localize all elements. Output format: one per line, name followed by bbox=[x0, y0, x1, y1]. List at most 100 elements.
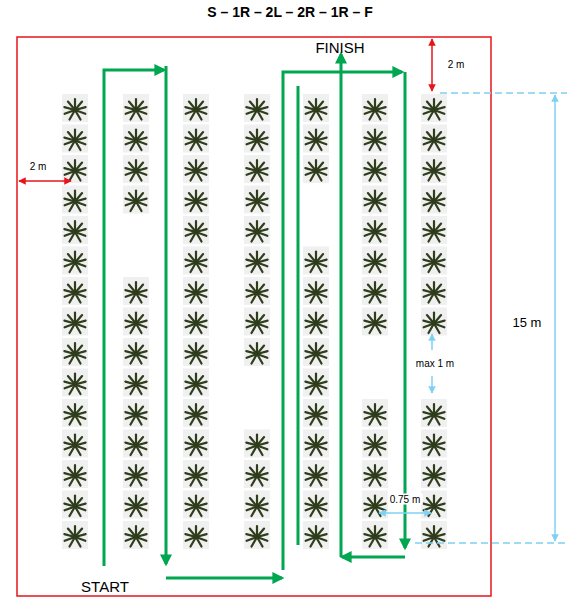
plant-symbol bbox=[62, 216, 88, 244]
dimension-label: 0.75 m bbox=[388, 494, 423, 505]
plant-symbol bbox=[62, 125, 88, 153]
route-path bbox=[104, 54, 405, 578]
plant-symbol bbox=[362, 277, 388, 305]
plant-symbol bbox=[244, 155, 270, 183]
plant-symbol bbox=[62, 308, 88, 336]
plant-symbol bbox=[244, 125, 270, 153]
plant-symbol bbox=[123, 277, 149, 305]
plant-symbol bbox=[183, 155, 209, 183]
plant-symbol bbox=[244, 491, 270, 519]
plant-symbol bbox=[421, 125, 447, 153]
plant-symbol bbox=[183, 125, 209, 153]
plant-symbol bbox=[62, 460, 88, 488]
plant-symbol bbox=[421, 491, 447, 519]
plant-symbol bbox=[362, 216, 388, 244]
plant-symbol bbox=[183, 247, 209, 275]
plant-symbol bbox=[303, 491, 329, 519]
plant-symbol bbox=[123, 430, 149, 458]
field-border bbox=[17, 37, 491, 596]
plant-symbol bbox=[183, 460, 209, 488]
plant-symbol bbox=[421, 155, 447, 183]
plant-symbol bbox=[123, 460, 149, 488]
plant-symbol bbox=[123, 399, 149, 427]
plant-rows bbox=[62, 94, 447, 549]
plant-symbol bbox=[62, 491, 88, 519]
plant-symbol bbox=[362, 94, 388, 122]
plant-symbol bbox=[123, 94, 149, 122]
plant-symbol bbox=[362, 521, 388, 549]
plant-symbol bbox=[62, 94, 88, 122]
plant-symbol bbox=[62, 338, 88, 366]
plant-symbol bbox=[183, 369, 209, 397]
plant-symbol bbox=[123, 338, 149, 366]
plant-symbol bbox=[62, 521, 88, 549]
plant-symbol bbox=[244, 216, 270, 244]
plant-symbol bbox=[123, 521, 149, 549]
plant-symbol bbox=[62, 155, 88, 183]
plant-symbol bbox=[62, 277, 88, 305]
start-label: START bbox=[81, 579, 129, 596]
dimension-label: 2 m bbox=[30, 161, 47, 172]
plant-symbol bbox=[303, 308, 329, 336]
plant-symbol bbox=[303, 430, 329, 458]
plant-symbol bbox=[123, 186, 149, 214]
plant-symbol bbox=[362, 247, 388, 275]
plant-symbol bbox=[183, 308, 209, 336]
plant-symbol bbox=[421, 94, 447, 122]
plant-symbol bbox=[62, 186, 88, 214]
dimension-label: 15 m bbox=[511, 316, 544, 330]
plant-symbol bbox=[62, 430, 88, 458]
plant-symbol bbox=[183, 338, 209, 366]
plant-symbol bbox=[303, 369, 329, 397]
plant-symbol bbox=[183, 94, 209, 122]
plant-symbol bbox=[303, 277, 329, 305]
plant-symbol bbox=[421, 247, 447, 275]
plant-symbol bbox=[303, 125, 329, 153]
plant-symbol bbox=[303, 247, 329, 275]
plant-symbol bbox=[303, 521, 329, 549]
plant-symbol bbox=[303, 94, 329, 122]
diagram-title: S – 1R – 2L – 2R – 1R – F bbox=[207, 5, 373, 20]
plant-symbol bbox=[362, 460, 388, 488]
dimension-label: 2 m bbox=[448, 59, 465, 70]
plant-symbol bbox=[362, 308, 388, 336]
plant-symbol bbox=[421, 521, 447, 549]
plant-symbol bbox=[421, 308, 447, 336]
plant-symbol bbox=[244, 247, 270, 275]
finish-label: FINISH bbox=[315, 40, 364, 57]
plant-symbol bbox=[183, 491, 209, 519]
plant-symbol bbox=[244, 277, 270, 305]
plant-symbol bbox=[244, 521, 270, 549]
plant-symbol bbox=[183, 277, 209, 305]
plant-symbol bbox=[421, 460, 447, 488]
plant-symbol bbox=[123, 155, 149, 183]
plant-symbol bbox=[244, 94, 270, 122]
plant-symbol bbox=[421, 430, 447, 458]
plant-symbol bbox=[421, 216, 447, 244]
plant-symbol bbox=[303, 338, 329, 366]
plant-symbol bbox=[244, 186, 270, 214]
plant-symbol bbox=[62, 369, 88, 397]
plant-symbol bbox=[421, 277, 447, 305]
plant-symbol bbox=[183, 216, 209, 244]
plant-symbol bbox=[303, 460, 329, 488]
plant-symbol bbox=[421, 399, 447, 427]
plant-symbol bbox=[183, 399, 209, 427]
plant-symbol bbox=[244, 338, 270, 366]
plant-symbol bbox=[303, 399, 329, 427]
plant-symbol bbox=[123, 125, 149, 153]
plant-symbol bbox=[362, 491, 388, 519]
plant-symbol bbox=[62, 247, 88, 275]
plant-symbol bbox=[62, 399, 88, 427]
plant-symbol bbox=[421, 186, 447, 214]
plant-symbol bbox=[362, 186, 388, 214]
plant-symbol bbox=[183, 186, 209, 214]
plant-symbol bbox=[183, 521, 209, 549]
plant-symbol bbox=[362, 430, 388, 458]
dimension-lines bbox=[19, 39, 567, 543]
plant-symbol bbox=[362, 155, 388, 183]
plant-symbol bbox=[362, 125, 388, 153]
plant-symbol bbox=[183, 430, 209, 458]
plant-symbol bbox=[362, 399, 388, 427]
